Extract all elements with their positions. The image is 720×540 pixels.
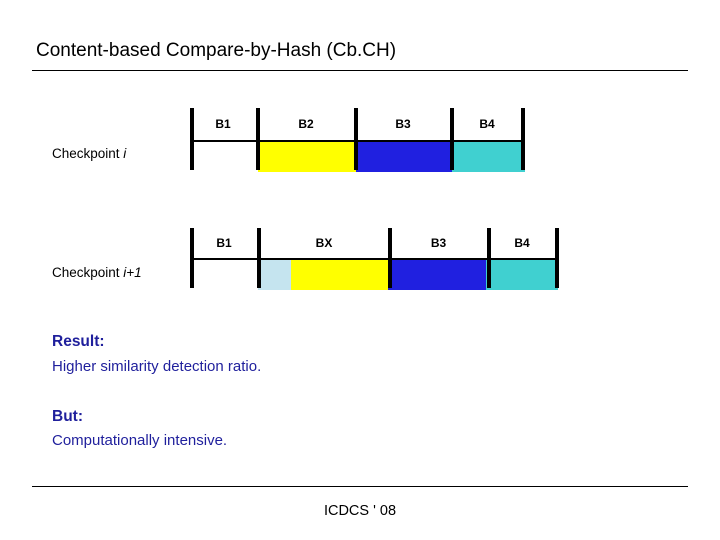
block-b1-row2 (190, 260, 258, 290)
boundary-tick-row2-2 (388, 228, 392, 288)
block-label-b3-row1: B3 (395, 117, 411, 131)
boundary-tick-row1-2 (354, 108, 358, 170)
block-bx-new-row2 (258, 260, 291, 290)
boundary-tick-row1-0 (190, 108, 194, 170)
block-b2-row1 (258, 142, 356, 172)
block-label-b3-row2: B3 (430, 236, 447, 250)
boundary-tick-row2-1 (257, 228, 261, 288)
boundary-tick-row1-1 (256, 108, 260, 170)
block-b3-row2 (388, 260, 486, 290)
checkpoint-i-bar (190, 140, 525, 172)
boundary-tick-row1-4 (521, 108, 525, 170)
result-body: Higher similarity detection ratio. (52, 358, 262, 375)
block-label-b4-row1: B4 (479, 117, 495, 131)
row-label-checkpoint-i-plus-1: Checkpoint i+1 (52, 265, 142, 280)
boundary-tick-row2-4 (555, 228, 559, 288)
row-label-index-1: i (123, 146, 127, 161)
block-label-b1-row1: B1 (215, 117, 231, 131)
title-divider (32, 70, 688, 71)
footer-divider (32, 486, 688, 487)
row-label-index-2: i+1 (123, 265, 142, 280)
block-bx-row2 (291, 260, 388, 290)
checkpoint-i-plus-1-bar (190, 258, 558, 290)
row-label-prefix-1: Checkpoint (52, 146, 124, 161)
result-heading: Result: (52, 333, 105, 350)
block-label-b4-row2: B4 (514, 236, 530, 250)
block-label-b1-row2: B1 (216, 236, 232, 250)
row-label-checkpoint-i: Checkpoint i (52, 146, 126, 161)
footer-text: ICDCS ' 08 (323, 503, 397, 519)
page-title: Content-based Compare-by-Hash (Cb.CH) (36, 40, 397, 61)
block-b1-row1 (190, 142, 258, 172)
boundary-tick-row1-3 (450, 108, 454, 170)
but-heading: But: (52, 408, 83, 425)
block-label-b2-row1: B2 (298, 117, 314, 131)
boundary-tick-row2-3 (487, 228, 491, 288)
block-b4-row1 (452, 142, 525, 172)
block-b3-row1 (356, 142, 452, 172)
block-label-bx-row2: BX (315, 236, 333, 250)
but-body: Computationally intensive. (52, 432, 228, 449)
row-label-prefix-2: Checkpoint (52, 265, 124, 280)
block-b4-row2 (486, 260, 558, 290)
boundary-tick-row2-0 (190, 228, 194, 288)
